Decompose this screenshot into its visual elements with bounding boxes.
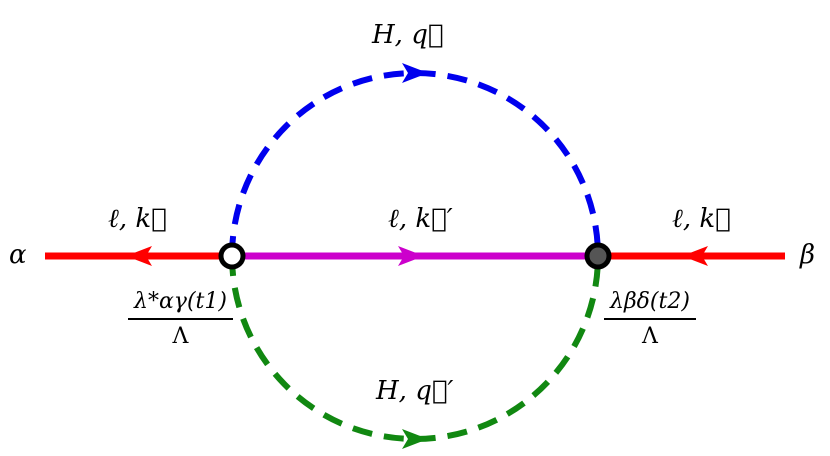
coupling-right-numerator: λβδ(t2) <box>604 289 696 320</box>
higgs-arc-top <box>229 70 601 257</box>
vertex-right <box>584 242 612 270</box>
higgs-arc-bottom <box>229 255 601 442</box>
label-lepton-middle: ℓ, k⃗′ <box>388 204 453 234</box>
arrow-left-line <box>126 246 152 266</box>
arrow-top-arc <box>402 63 428 83</box>
coupling-right-denominator: Λ <box>642 324 658 349</box>
label-higgs-bottom: H, q⃗′ <box>376 376 454 406</box>
arrow-right-line <box>682 246 708 266</box>
arrow-bottom-arc <box>402 429 428 449</box>
label-beta: β <box>800 240 816 270</box>
vertex-left <box>218 242 246 270</box>
arrow-internal-line <box>398 246 424 266</box>
label-lepton-left: ℓ, k⃗ <box>108 204 167 234</box>
label-higgs-top: H, q⃗ <box>372 20 444 50</box>
label-lepton-right: ℓ, k⃗ <box>672 204 731 234</box>
label-alpha: α <box>9 240 27 270</box>
coupling-left: λ*αγ(t1) Λ <box>128 289 233 349</box>
coupling-left-numerator: λ*αγ(t1) <box>128 289 233 320</box>
coupling-right: λβδ(t2) Λ <box>604 289 696 349</box>
coupling-left-denominator: Λ <box>172 324 189 349</box>
